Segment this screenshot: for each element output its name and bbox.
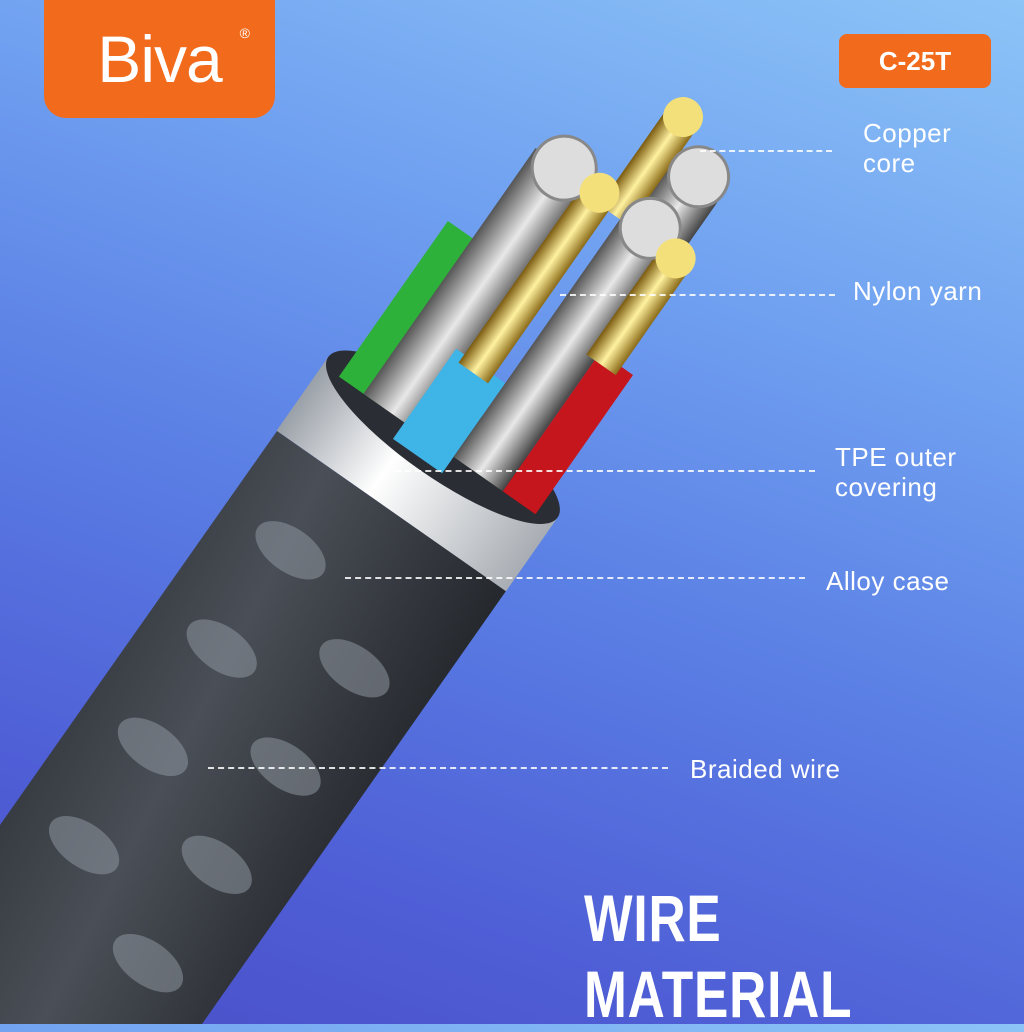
label-braided-wire: Braided wire — [690, 754, 841, 784]
label-line: core — [863, 148, 916, 178]
leader-line-tpe — [395, 470, 815, 472]
label-line: covering — [835, 472, 938, 502]
leader-line-alloy — [345, 577, 805, 579]
brand-name: Biva — [97, 22, 222, 96]
braid-pattern — [48, 521, 390, 993]
label-tpe-covering: TPE outer covering — [835, 442, 957, 502]
alloy-case — [276, 356, 558, 592]
model-badge: C-25T — [839, 34, 991, 88]
braided-jacket — [0, 431, 506, 1024]
label-line: TPE outer — [835, 442, 957, 472]
label-copper-core: Copper core — [863, 118, 951, 178]
label-alloy-case: Alloy case — [826, 566, 950, 596]
brand-logo: Biva ® — [44, 0, 275, 118]
leader-line-nylon — [560, 294, 835, 296]
headline: WIRE MATERIAL — [584, 881, 853, 1031]
registered-mark: ® — [239, 25, 250, 41]
label-line: Copper — [863, 118, 952, 148]
leader-line-copper — [700, 150, 832, 152]
leader-line-braided — [208, 767, 668, 769]
label-nylon-yarn: Nylon yarn — [853, 276, 983, 306]
